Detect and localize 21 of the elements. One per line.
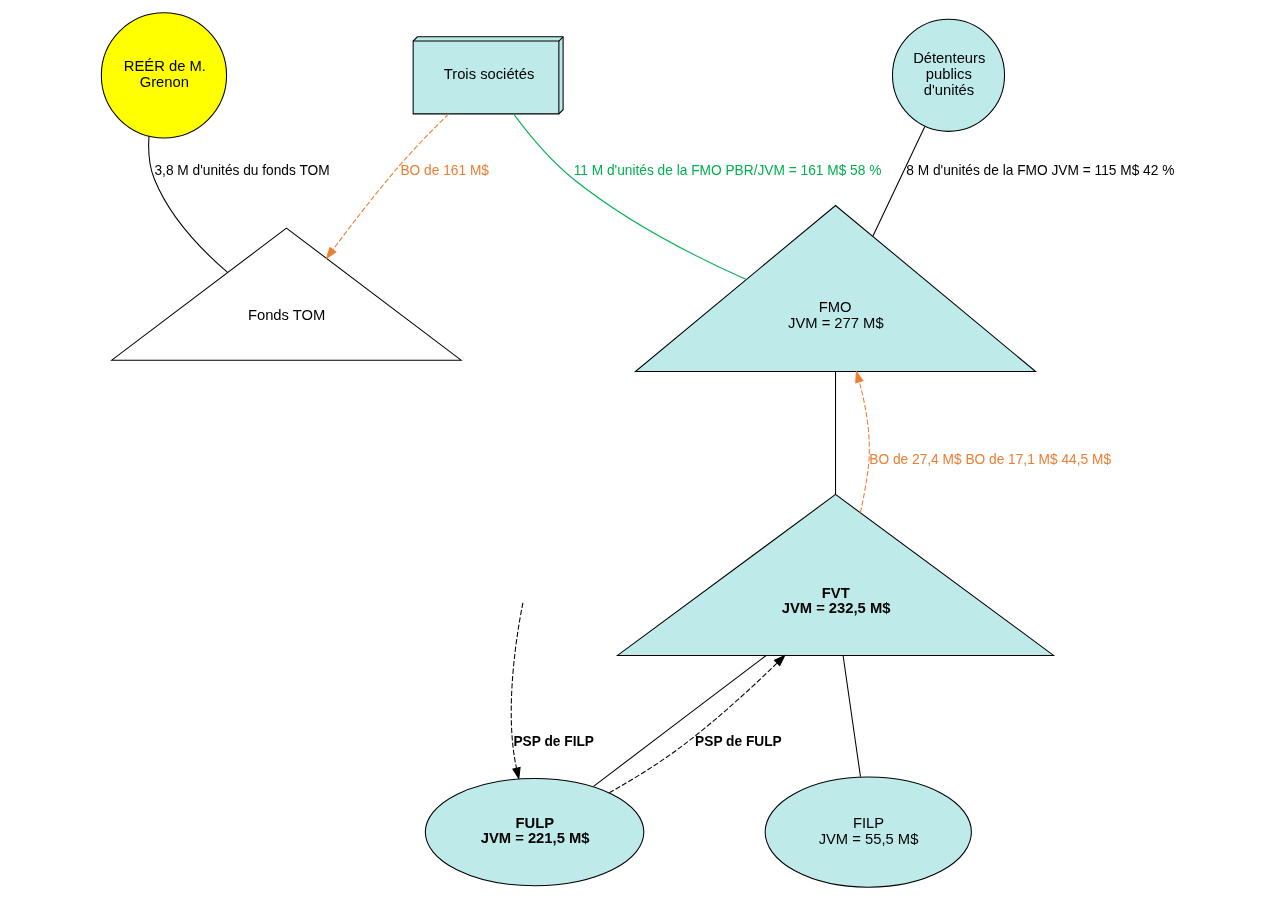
arrow [325, 113, 449, 260]
edge-label: BO de 27,4 M$ BO de 17,1 M$ 44,5 M$ [868, 452, 1111, 468]
arrow [854, 370, 870, 514]
edge-label: PSP de FILP [512, 733, 594, 749]
node-ellipse: FULP JVM = 221,5 M$ [424, 777, 644, 887]
connector [871, 125, 925, 237]
arrow [510, 602, 523, 781]
edge-label: BO de 161 M$ [399, 163, 489, 179]
node-circle: Détenteurs publics d'unités [891, 18, 1005, 132]
connector [842, 654, 861, 778]
node-ellipse: FILP JVM = 55,5 M$ [764, 776, 972, 888]
edge-label: 3,8 M d'unités du fonds TOM [153, 163, 330, 179]
connector [147, 135, 228, 273]
edge-label: PSP de FULP [694, 733, 782, 749]
connector [512, 113, 747, 281]
connector [834, 371, 836, 495]
connector [592, 654, 767, 787]
edge-label: 11 M d'unités de la FMO PBR/JVM = 161 M$ 58 % [573, 163, 881, 179]
node-circle: REÉR de M. Grenon [100, 12, 227, 139]
arrow [608, 654, 786, 794]
edge-label: 8 M d'unités de la FMO JVM = 115 M$ 42 % [905, 163, 1174, 179]
